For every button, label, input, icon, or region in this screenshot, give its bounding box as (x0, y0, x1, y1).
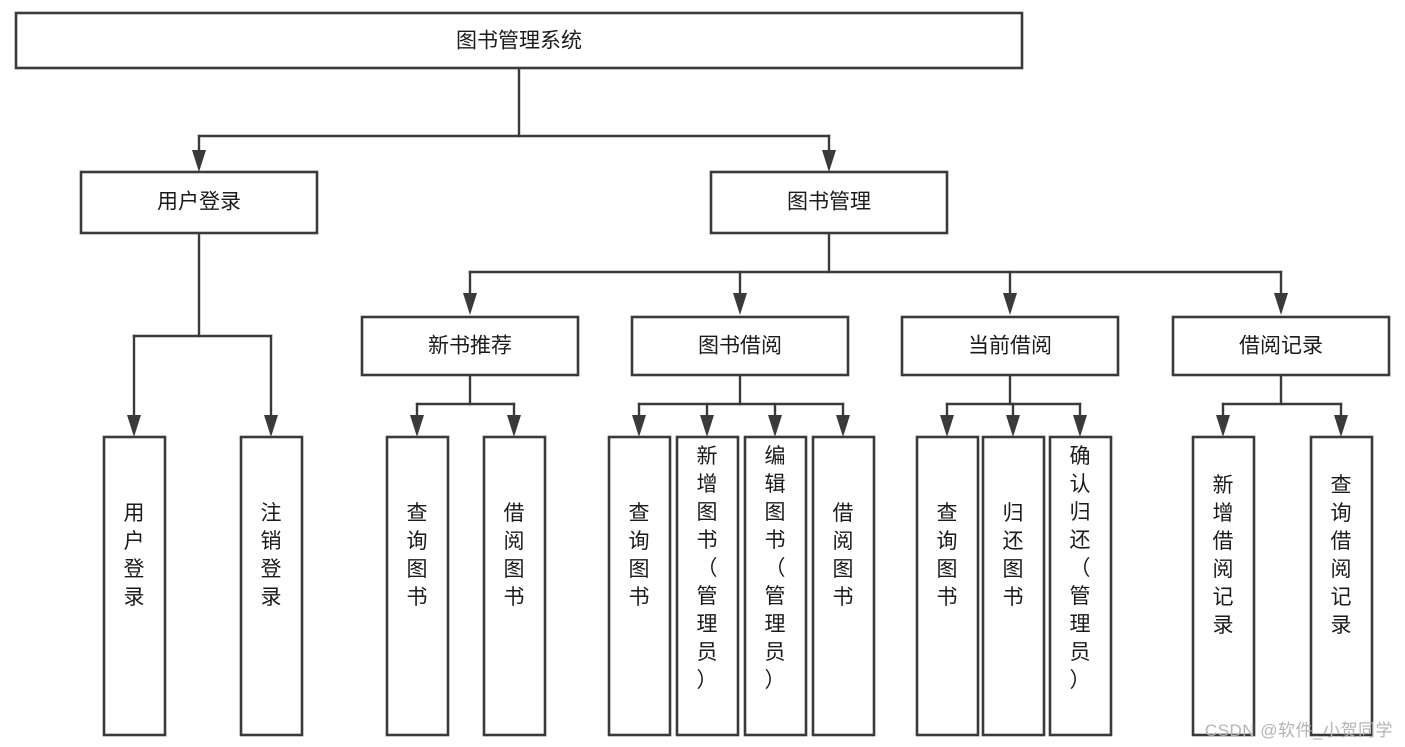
node-leaf-add-book[interactable]: 新增图书（管理员） (675, 435, 740, 737)
node-book-manage[interactable]: 图书管理 (709, 170, 949, 235)
node-leaf-return-book[interactable]: 归还图书 (981, 435, 1046, 737)
connector-group-current-borrow (940, 373, 1087, 437)
arrow-head-query-record (1334, 415, 1348, 437)
node-leaf-add-record[interactable]: 新增借阅记录 (1191, 435, 1256, 737)
node-leaf-add-book-box[interactable] (675, 435, 740, 737)
node-leaf-borrow-book-2-box[interactable] (811, 435, 876, 737)
node-book-manage-box[interactable] (709, 170, 949, 235)
node-leaf-borrow-book-1-label: 借阅图书 (504, 502, 525, 609)
node-leaf-confirm-return-label: 确认归还（管理员） (1070, 445, 1091, 692)
node-current-borrow[interactable]: 当前借阅 (900, 315, 1120, 377)
node-leaf-add-book-label: 新增图书（管理员） (697, 445, 718, 692)
arrow-head-borrow-book-2 (836, 415, 850, 437)
node-new-book-rec-label: 新书推荐 (428, 335, 512, 358)
node-leaf-borrow-book-1-box[interactable] (482, 435, 547, 737)
node-leaf-query-record[interactable]: 查询借阅记录 (1309, 435, 1374, 737)
node-current-borrow-box[interactable] (900, 315, 1120, 377)
node-borrow-record-box[interactable] (1171, 315, 1391, 377)
node-book-manage-label: 图书管理 (787, 191, 871, 214)
arrow-head-query-book-3 (940, 415, 954, 437)
node-book-borrow[interactable]: 图书借阅 (630, 315, 850, 377)
node-leaf-add-record-box[interactable] (1191, 435, 1256, 737)
node-leaf-query-record-box[interactable] (1309, 435, 1374, 737)
arrow-head-return-book (1006, 415, 1020, 437)
node-leaf-edit-book-label: 编辑图书（管理员） (765, 445, 786, 692)
arrow-head-confirm-return (1073, 415, 1087, 437)
node-leaf-add-record-label: 新增借阅记录 (1213, 474, 1234, 637)
node-leaf-return-book-label: 归还图书 (1003, 502, 1024, 609)
connector-group-new-book-rec (410, 373, 521, 437)
node-leaf-query-book-2[interactable]: 查询图书 (607, 435, 672, 737)
connector-group-user-login (127, 231, 278, 437)
node-leaf-query-book-2-box[interactable] (607, 435, 672, 737)
arrow-head-new-book-rec (463, 293, 477, 315)
node-leaf-query-book-2-label: 查询图书 (629, 502, 650, 609)
arrow-head-book-borrow (733, 293, 747, 315)
arrow-head-leaf-logout (264, 415, 278, 437)
node-root-label: 图书管理系统 (456, 30, 582, 53)
connector-group-book-borrow (632, 373, 850, 437)
node-leaf-query-book-3-box[interactable] (915, 435, 980, 737)
node-leaf-user-login-label: 用户登录 (124, 502, 145, 609)
node-leaf-query-book-3-label: 查询图书 (937, 502, 958, 609)
arrow-head-borrow-record (1274, 293, 1288, 315)
node-leaf-logout-label: 注销登录 (261, 502, 282, 609)
node-book-borrow-box[interactable] (630, 315, 850, 377)
arrow-head-borrow-book-1 (507, 415, 521, 437)
node-leaf-query-book-3[interactable]: 查询图书 (915, 435, 980, 737)
node-leaf-logout[interactable]: 注销登录 (239, 435, 304, 737)
node-leaf-logout-box[interactable] (239, 435, 304, 737)
connector-group-book-manage (463, 231, 1288, 315)
node-user-login[interactable]: 用户登录 (79, 170, 319, 235)
connector-group-root (192, 66, 836, 172)
node-leaf-return-book-box[interactable] (981, 435, 1046, 737)
node-leaf-user-login[interactable]: 用户登录 (102, 435, 167, 737)
arrow-head-query-book-2 (632, 415, 646, 437)
connector-group-borrow-record (1216, 373, 1348, 437)
node-root-box[interactable] (14, 11, 1024, 70)
node-leaf-borrow-book-2[interactable]: 借阅图书 (811, 435, 876, 737)
arrow-head-edit-book (768, 415, 782, 437)
node-leaf-confirm-return-box[interactable] (1048, 435, 1113, 737)
node-borrow-record[interactable]: 借阅记录 (1171, 315, 1391, 377)
node-leaf-query-book-1-label: 查询图书 (407, 502, 428, 609)
node-new-book-rec[interactable]: 新书推荐 (360, 315, 580, 377)
node-root[interactable]: 图书管理系统 (14, 11, 1024, 70)
arrow-head-add-record (1216, 415, 1230, 437)
node-leaf-edit-book[interactable]: 编辑图书（管理员） (743, 435, 808, 737)
node-leaf-query-record-label: 查询借阅记录 (1331, 474, 1352, 637)
node-user-login-box[interactable] (79, 170, 319, 235)
node-new-book-rec-box[interactable] (360, 315, 580, 377)
node-leaf-borrow-book-2-label: 借阅图书 (833, 502, 854, 609)
node-leaf-query-book-1-box[interactable] (385, 435, 450, 737)
node-current-borrow-label: 当前借阅 (968, 335, 1052, 358)
node-leaf-confirm-return[interactable]: 确认归还（管理员） (1048, 435, 1113, 737)
node-user-login-label: 用户登录 (157, 191, 241, 214)
node-leaf-borrow-book-1[interactable]: 借阅图书 (482, 435, 547, 737)
arrow-head-leaf-user-login (127, 415, 141, 437)
arrow-head-user-login (192, 150, 206, 172)
node-book-borrow-label: 图书借阅 (698, 335, 782, 358)
node-leaf-user-login-box[interactable] (102, 435, 167, 737)
arrow-head-add-book (700, 415, 714, 437)
arrow-head-book-manage (822, 150, 836, 172)
node-borrow-record-label: 借阅记录 (1239, 335, 1323, 358)
arrow-head-query-book-1 (410, 415, 424, 437)
node-leaf-edit-book-box[interactable] (743, 435, 808, 737)
node-leaf-query-book-1[interactable]: 查询图书 (385, 435, 450, 737)
arrow-head-current-borrow (1003, 293, 1017, 315)
